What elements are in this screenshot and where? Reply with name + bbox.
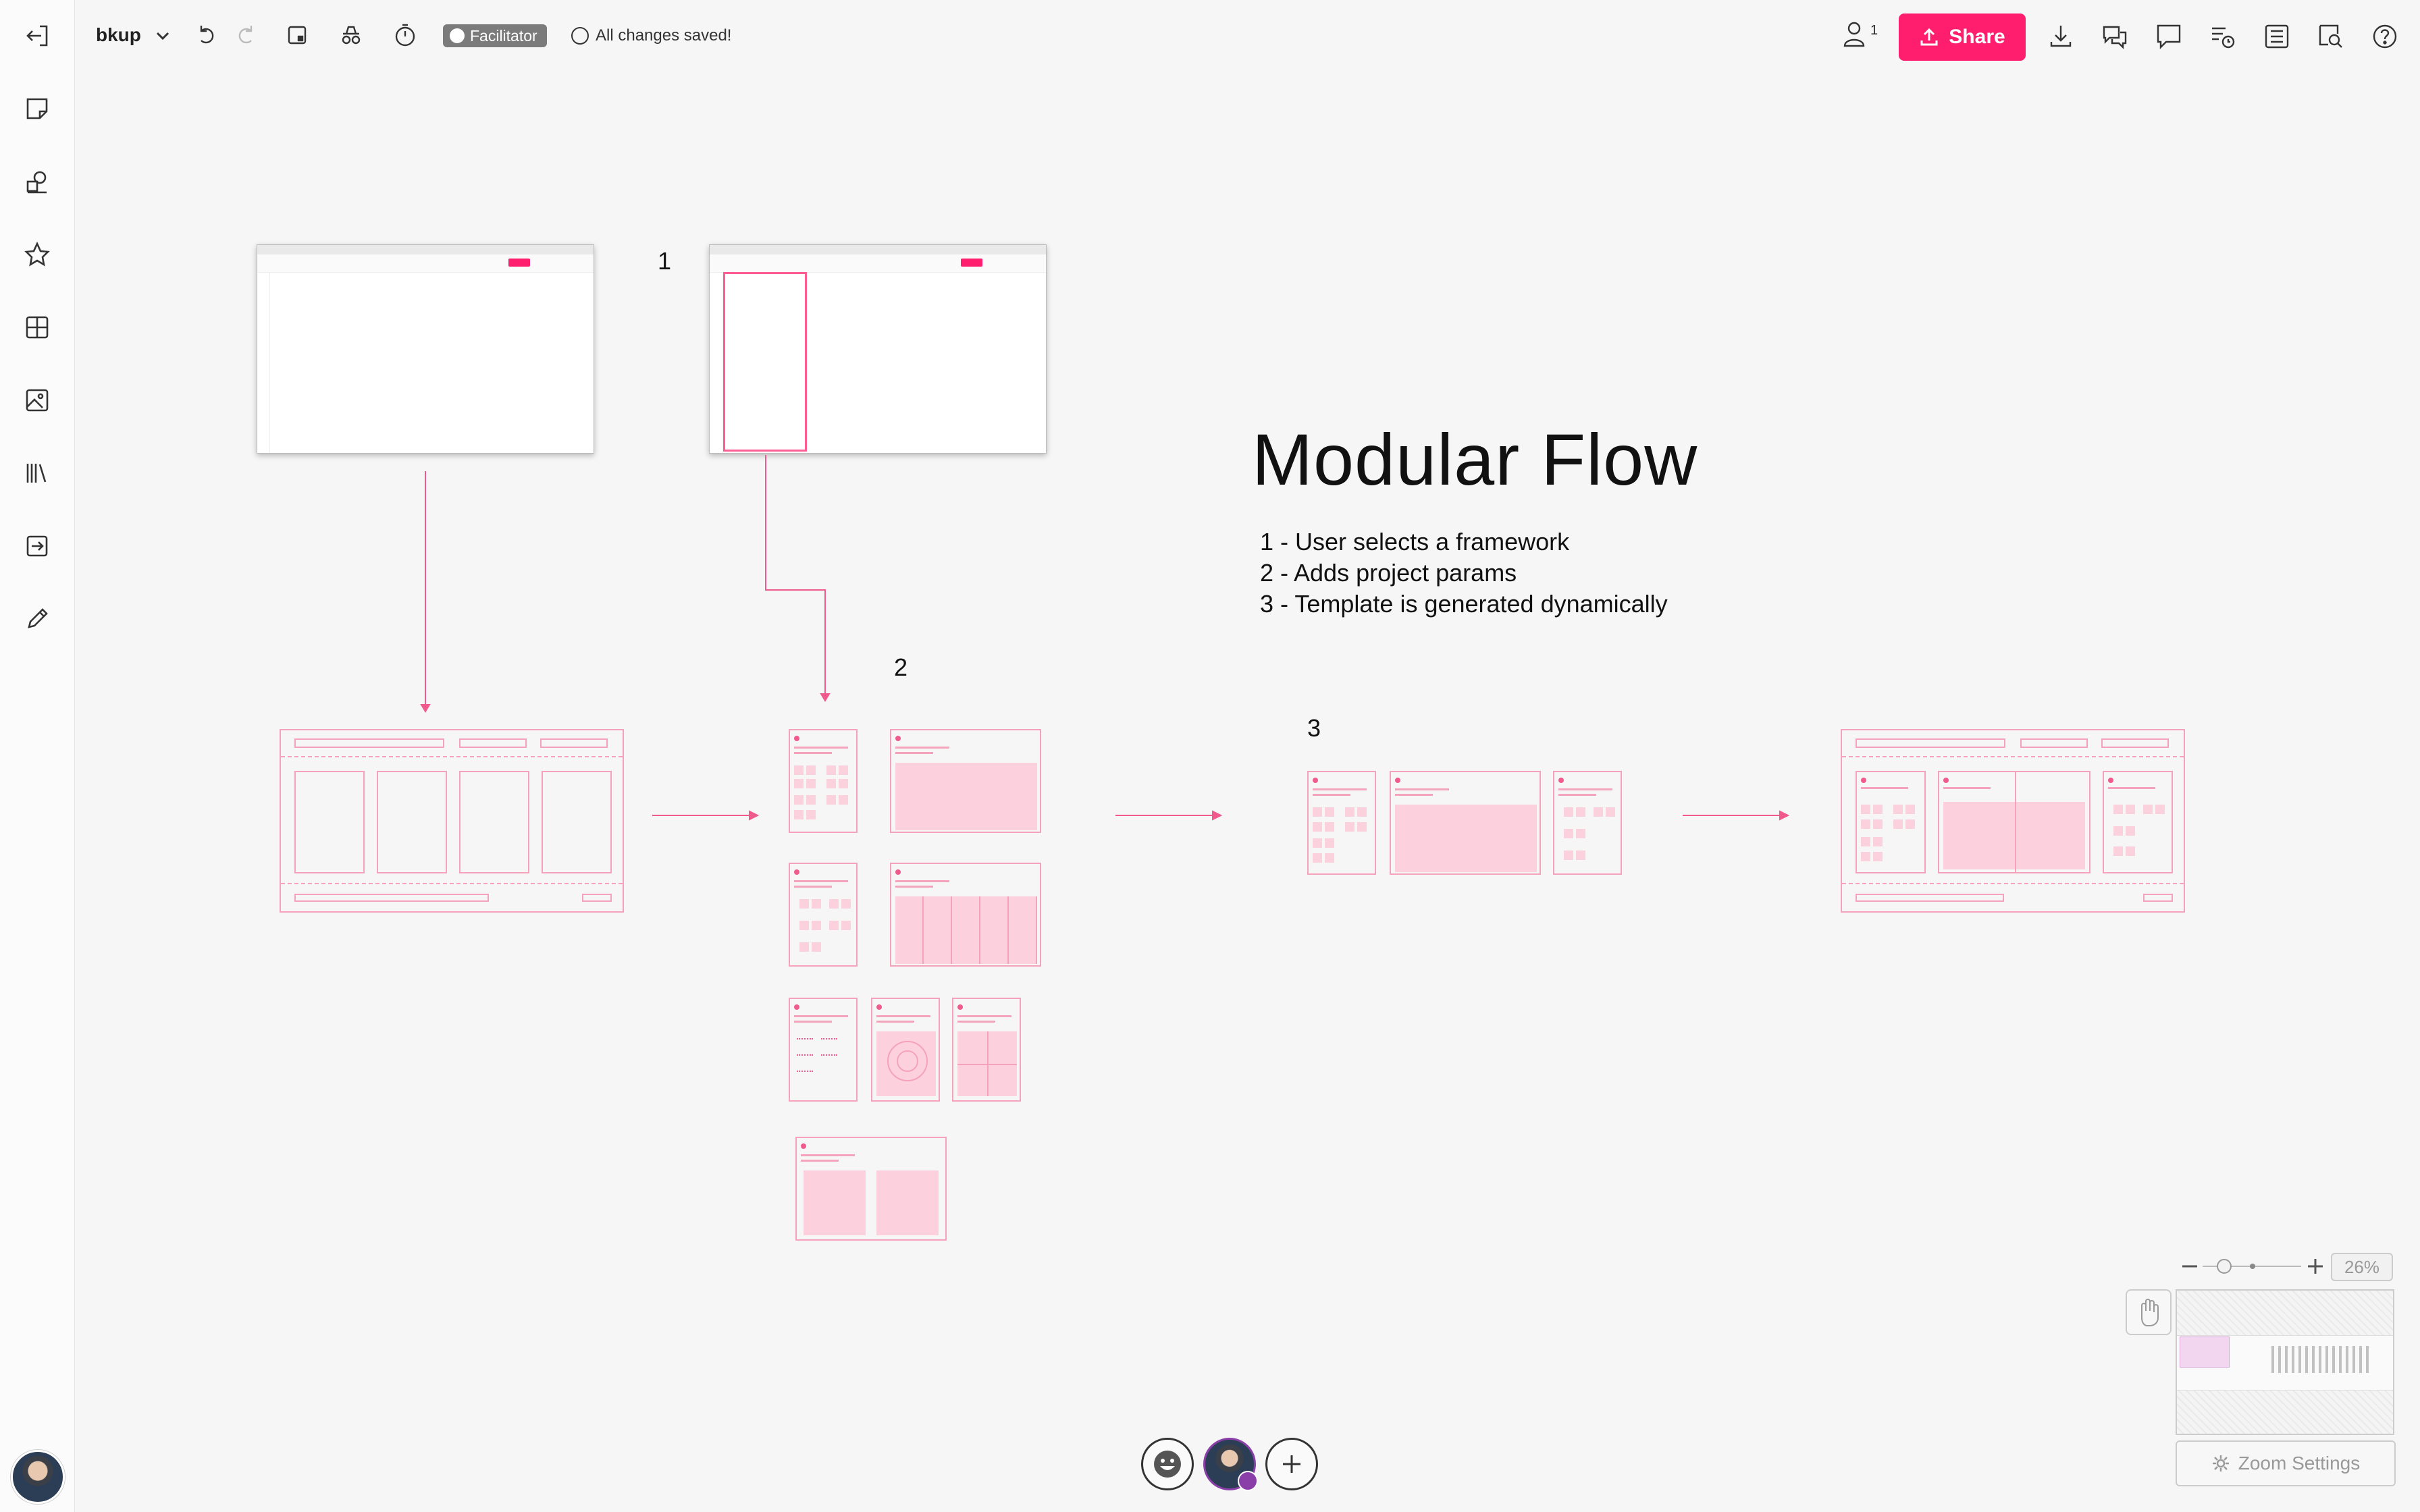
collaborators-button[interactable]: 1 <box>1839 19 1887 53</box>
generated-template-wireframe[interactable] <box>1841 729 2185 913</box>
screenshot-thumbnail-template-panel[interactable] <box>709 244 1047 454</box>
share-label: Share <box>1949 26 2005 48</box>
check-circle-icon <box>571 27 589 45</box>
user-avatar[interactable] <box>11 1450 65 1504</box>
selected-module-card[interactable] <box>1307 771 1376 875</box>
step-3-text: 3 - Template is generated dynamically <box>1260 590 1668 618</box>
outline-icon[interactable] <box>2259 19 2294 54</box>
steps-list[interactable]: 1 - User selects a framework 2 - Adds pr… <box>1260 526 1668 620</box>
facilitator-badge[interactable]: Facilitator <box>443 24 547 47</box>
top-toolbar: bkup Facilitator All changes saved! 1 Sh… <box>74 0 2420 73</box>
emoji-reaction-button[interactable] <box>1141 1438 1194 1490</box>
grid-icon[interactable] <box>19 309 55 346</box>
comments-icon[interactable] <box>2097 19 2132 54</box>
chevron-down-icon[interactable] <box>154 27 172 45</box>
frame-icon[interactable] <box>281 19 313 51</box>
save-status-text: All changes saved! <box>596 26 732 45</box>
board-title[interactable]: Modular Flow <box>1252 418 1698 500</box>
step-1-text: 1 - User selects a framework <box>1260 528 1570 556</box>
pencil-icon[interactable] <box>19 601 55 637</box>
flow-connectors <box>420 455 1790 821</box>
module-card-quadrant[interactable] <box>952 998 1021 1102</box>
share-button[interactable]: Share <box>1899 14 2026 61</box>
module-card-table[interactable] <box>890 863 1041 967</box>
library-icon[interactable] <box>19 455 55 491</box>
step-label-1: 1 <box>658 247 672 275</box>
anonymous-icon[interactable] <box>335 19 367 51</box>
chat-icon[interactable] <box>2151 19 2186 54</box>
collaborator-count: 1 <box>1870 23 1878 38</box>
board-name[interactable]: bkup <box>96 24 141 45</box>
facilitator-label: Facilitator <box>470 27 537 45</box>
smiley-icon <box>1154 1451 1181 1478</box>
hand-tool-icon[interactable] <box>2126 1289 2172 1335</box>
search-icon[interactable] <box>2313 19 2348 54</box>
image-icon[interactable] <box>19 382 55 418</box>
save-status: All changes saved! <box>571 24 731 47</box>
minimap[interactable] <box>2176 1289 2394 1435</box>
gear-icon <box>2212 1455 2229 1472</box>
help-icon[interactable] <box>2367 19 2402 54</box>
download-icon[interactable] <box>2043 19 2078 54</box>
star-icon[interactable] <box>19 236 55 273</box>
import-icon[interactable] <box>19 528 55 564</box>
board-canvas[interactable]: 1 2 3 Modular Flow 1 - User selects a fr… <box>74 73 2420 1512</box>
undo-icon[interactable] <box>190 19 223 51</box>
left-sidebar <box>0 0 75 1512</box>
module-card[interactable] <box>789 998 858 1102</box>
zoom-slider[interactable] <box>2180 1253 2393 1280</box>
timer-icon[interactable] <box>389 19 421 51</box>
module-card[interactable] <box>890 729 1041 833</box>
shapes-icon[interactable] <box>19 163 55 200</box>
module-card[interactable] <box>789 863 858 967</box>
redo-icon[interactable] <box>230 19 262 51</box>
participant-avatar[interactable] <box>1203 1438 1258 1491</box>
sticky-note-icon[interactable] <box>19 90 55 127</box>
framework-wireframe[interactable] <box>280 729 624 913</box>
selected-module-card[interactable] <box>1390 771 1541 875</box>
module-card[interactable] <box>789 729 858 833</box>
facilitator-star-icon <box>1238 1471 1258 1491</box>
add-participant-button[interactable] <box>1265 1438 1318 1490</box>
activity-icon[interactable] <box>2205 19 2240 54</box>
plus-icon <box>1283 1455 1300 1473</box>
selected-module-card[interactable] <box>1553 771 1622 875</box>
screenshot-thumbnail-empty-board[interactable] <box>257 244 594 454</box>
module-card-two-column[interactable] <box>795 1137 947 1241</box>
upload-icon <box>1920 28 1938 46</box>
step-label-2: 2 <box>894 653 908 681</box>
gear-icon <box>450 28 465 43</box>
step-2-text: 2 - Adds project params <box>1260 559 1517 587</box>
zoom-percent[interactable]: 26% <box>2331 1253 2393 1281</box>
step-label-3: 3 <box>1307 714 1321 742</box>
module-card-target[interactable] <box>871 998 940 1102</box>
zoom-settings-label: Zoom Settings <box>2238 1453 2361 1474</box>
zoom-settings-button[interactable]: Zoom Settings <box>2176 1440 2396 1486</box>
exit-icon[interactable] <box>19 18 55 54</box>
user-icon <box>1843 22 1865 47</box>
